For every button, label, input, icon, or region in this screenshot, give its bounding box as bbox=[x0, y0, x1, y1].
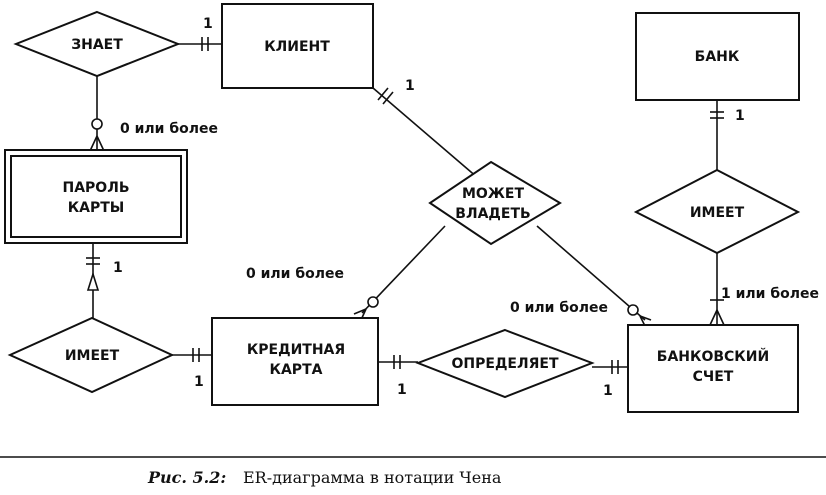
svg-text:КАРТЫ: КАРТЫ bbox=[68, 200, 125, 216]
marker-bank-one bbox=[710, 111, 724, 119]
caption-prefix: Рис. 5.2: bbox=[147, 468, 226, 487]
marker-karta-zero-many bbox=[353, 296, 379, 321]
svg-text:БАНК: БАНК bbox=[695, 49, 740, 65]
marker-parol-zero-many bbox=[89, 118, 105, 152]
entity-klient: КЛИЕНТ bbox=[221, 3, 374, 89]
marker-karta-opredelyaet-one bbox=[393, 355, 401, 369]
entity-bank: БАНК bbox=[635, 12, 800, 101]
svg-text:КАРТА: КАРТА bbox=[270, 362, 323, 378]
caption-text: ER-диаграмма в нотации Чена bbox=[243, 468, 502, 487]
card-karta-opredelyaet: 1 bbox=[397, 382, 407, 398]
svg-text:СЧЕТ: СЧЕТ bbox=[693, 369, 734, 385]
card-znaet-klient: 1 bbox=[203, 16, 213, 32]
svg-text:ПАРОЛЬ: ПАРОЛЬ bbox=[62, 180, 129, 196]
relationship-opredelyaet: ОПРЕДЕЛЯЕТ bbox=[415, 328, 595, 399]
card-parol-imeet: 1 bbox=[113, 260, 123, 276]
svg-text:ИМЕЕТ: ИМЕЕТ bbox=[690, 205, 745, 221]
card-mozhet-karta: 0 или более bbox=[246, 266, 344, 282]
svg-text:ИМЕЕТ: ИМЕЕТ bbox=[65, 348, 120, 364]
marker-klient-one bbox=[201, 37, 209, 51]
relationship-imeet-bank: ИМЕЕТ bbox=[633, 168, 801, 255]
relationship-imeet-parol: ИМЕЕТ bbox=[7, 316, 175, 394]
edge-mozhet-schet bbox=[536, 225, 646, 321]
card-imeet-schet: 1 или более bbox=[721, 286, 819, 302]
marker-schet-zero-many bbox=[627, 304, 652, 327]
card-mozhet-schet: 0 или более bbox=[510, 300, 608, 316]
svg-text:КРЕДИТНАЯ: КРЕДИТНАЯ bbox=[247, 342, 345, 358]
edge-klient-mozhet bbox=[372, 87, 479, 179]
entity-bankovsky-schet: БАНКОВСКИЙ СЧЕТ bbox=[627, 324, 799, 413]
card-imeet-karta: 1 bbox=[194, 374, 204, 390]
relationship-mozhet-vladet: МОЖЕТ ВЛАДЕТЬ bbox=[428, 160, 562, 246]
svg-text:ЗНАЕТ: ЗНАЕТ bbox=[71, 37, 123, 53]
svg-text:КЛИЕНТ: КЛИЕНТ bbox=[264, 39, 330, 55]
card-klient-mozhet: 1 bbox=[405, 78, 415, 94]
marker-schet-one-many bbox=[709, 299, 725, 326]
relationship-znaet: ЗНАЕТ bbox=[13, 10, 181, 78]
svg-text:БАНКОВСКИЙ: БАНКОВСКИЙ bbox=[657, 348, 769, 365]
entity-kreditnaya-karta: КРЕДИТНАЯ КАРТА bbox=[211, 317, 379, 406]
svg-text:МОЖЕТ: МОЖЕТ bbox=[462, 186, 525, 202]
card-znaet-parol: 0 или более bbox=[120, 121, 218, 137]
marker-parol-imeet-one bbox=[86, 257, 100, 291]
marker-imeet-karta-one bbox=[192, 348, 200, 362]
card-opredelyaet-schet: 1 bbox=[603, 383, 613, 399]
card-bank-imeet: 1 bbox=[735, 108, 745, 124]
svg-text:ОПРЕДЕЛЯЕТ: ОПРЕДЕЛЯЕТ bbox=[452, 356, 559, 372]
entity-parol-karty: ПАРОЛЬ КАРТЫ bbox=[4, 149, 188, 244]
marker-opredelyaet-schet-one bbox=[611, 360, 619, 374]
marker-klient-mozhet-one bbox=[377, 87, 394, 105]
svg-text:ВЛАДЕТЬ: ВЛАДЕТЬ bbox=[455, 206, 530, 222]
